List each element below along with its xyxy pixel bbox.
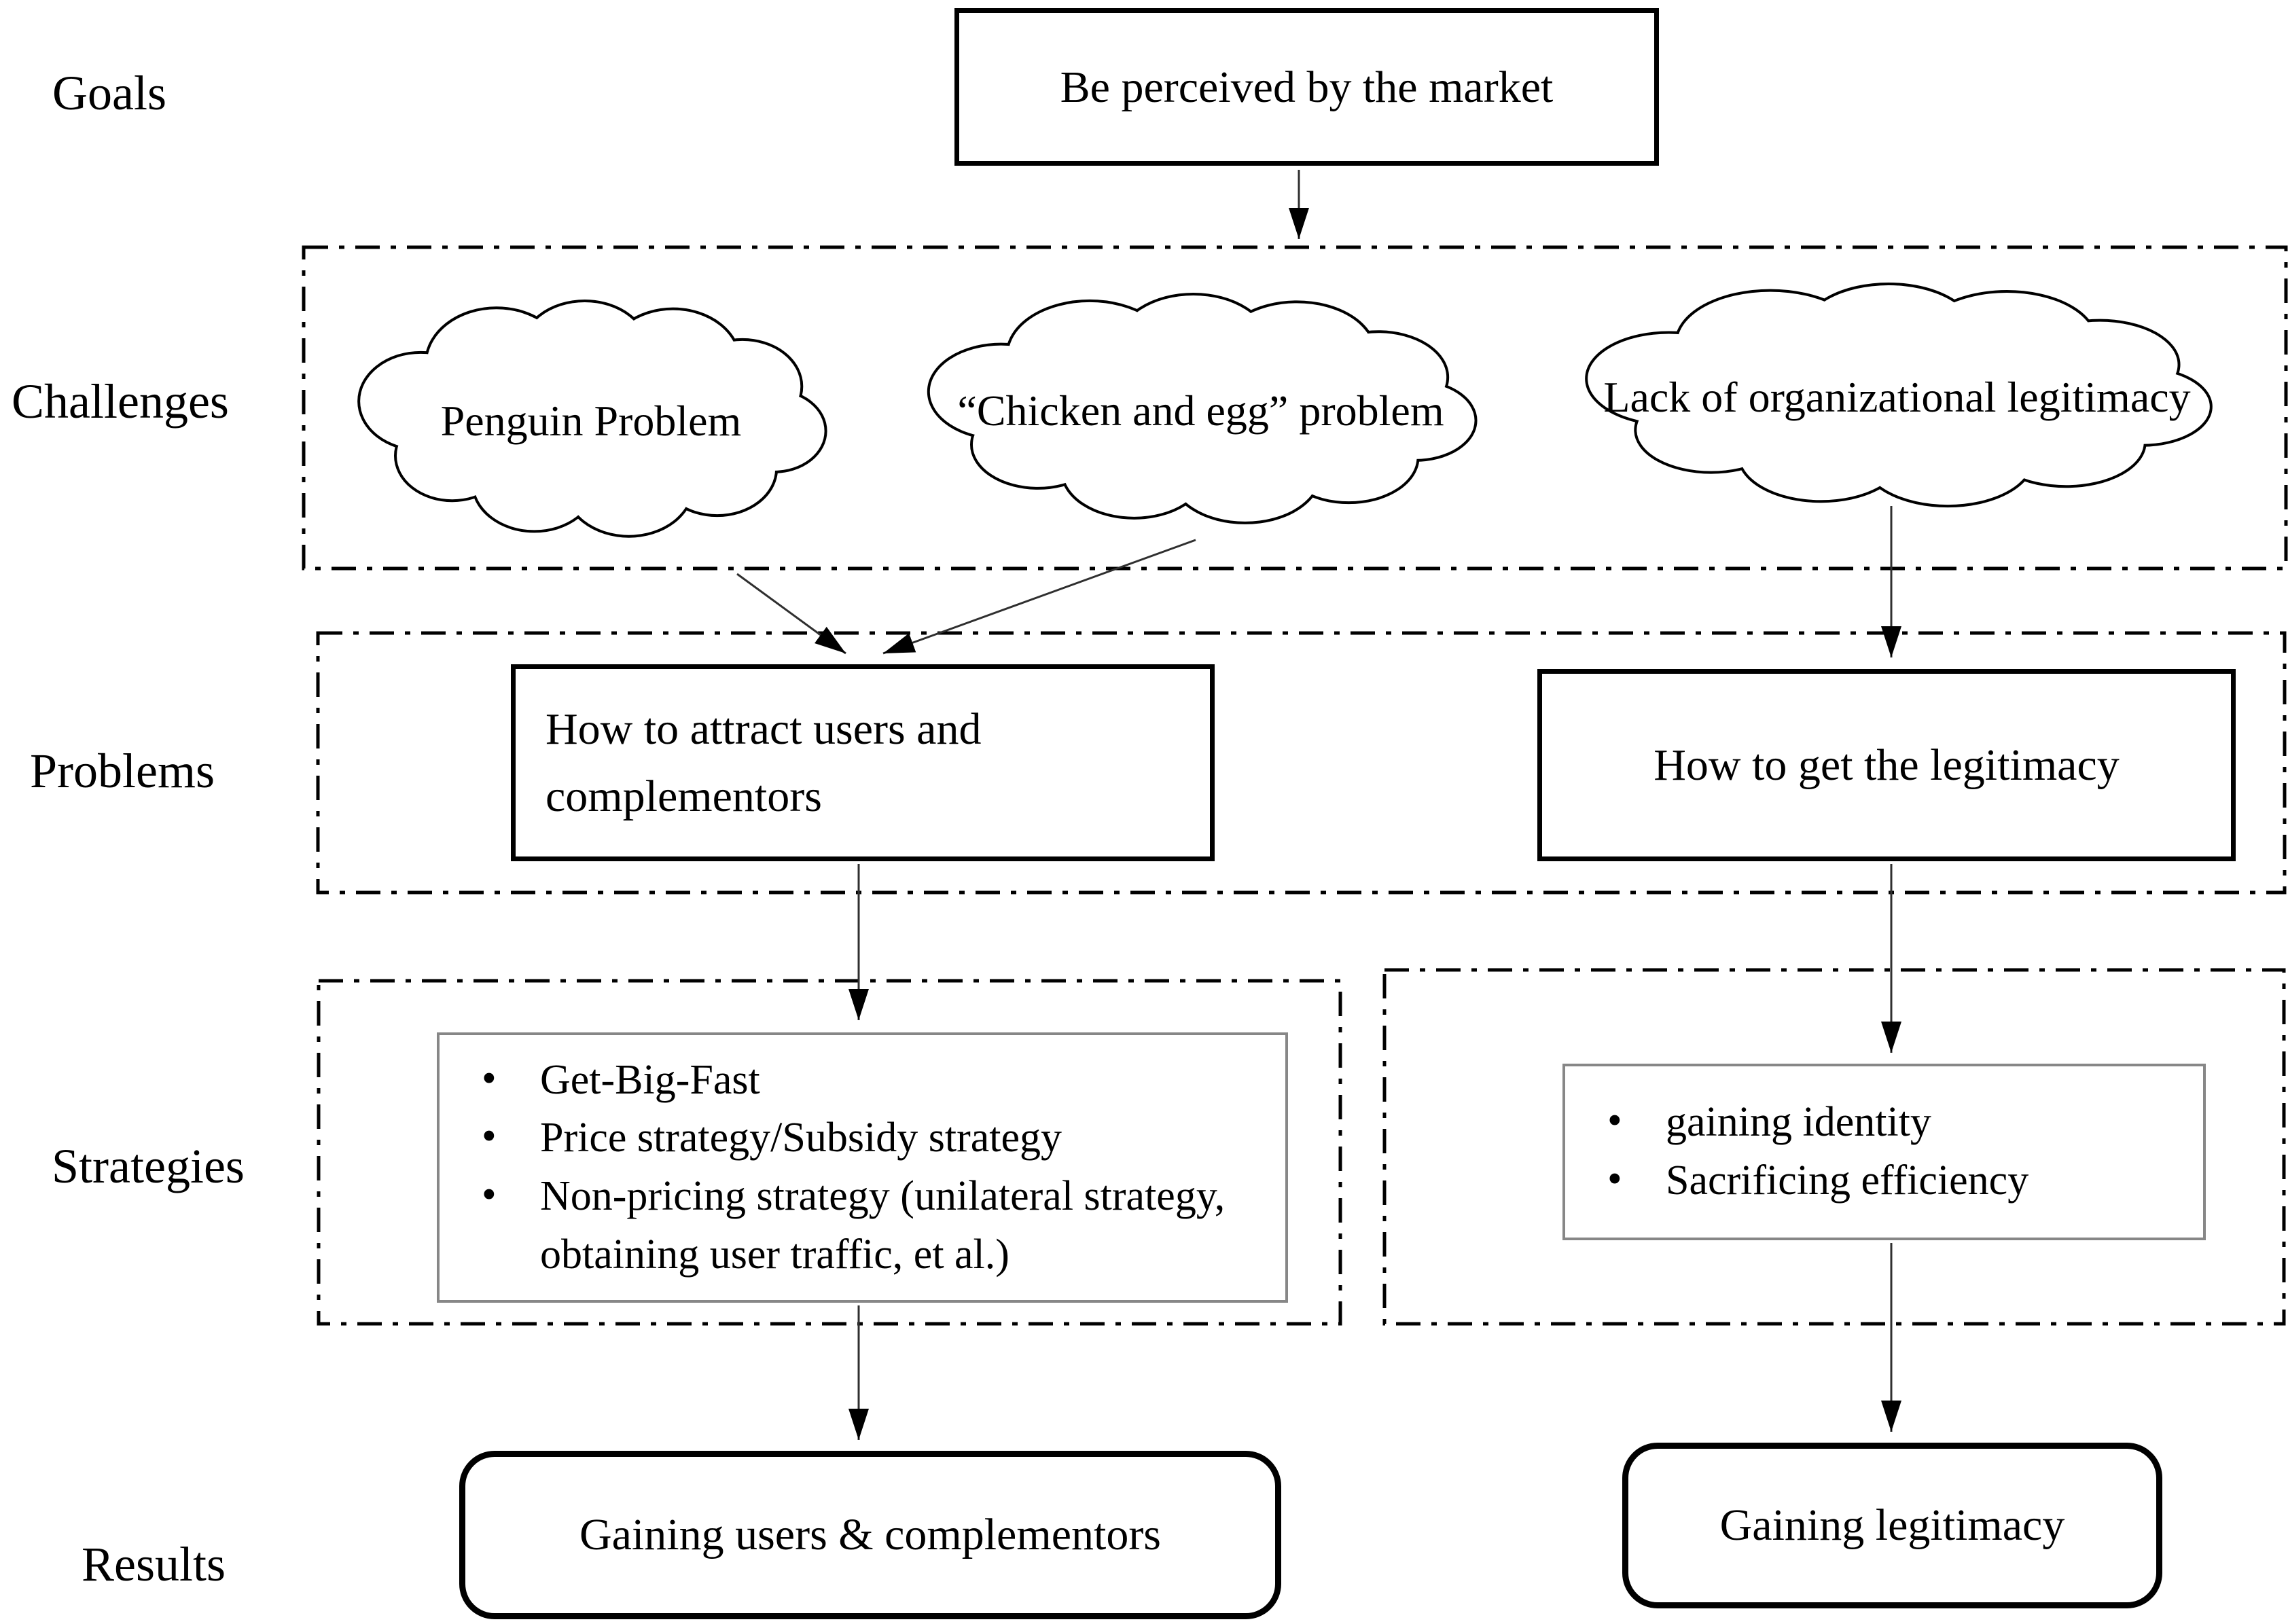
results-box-users-text: Gaining users & complementors (579, 1510, 1161, 1559)
problem-box-get-legitimacy: How to get the legitimacy (1537, 669, 2236, 861)
results-box-legitimacy-text: Gaining legitimacy (1719, 1500, 2065, 1550)
strategies-right-list: gaining identity Sacrificing efficiency (1565, 1092, 2203, 1210)
strategy-item: Get-Big-Fast (478, 1050, 1265, 1110)
results-box-legitimacy: Gaining legitimacy (1622, 1443, 2162, 1608)
cloud-chicken-egg-text: “Chicken and egg” problem (957, 386, 1444, 435)
strategy-item: Price strategy/Subsidy strategy (478, 1108, 1265, 1168)
cloud-penguin-problem: Penguin Problem (326, 302, 856, 540)
cloud-lack-of-legitimacy: Lack of organizational legitimacy (1542, 285, 2252, 509)
cloud-icon (326, 302, 856, 540)
strategies-box-right: gaining identity Sacrificing efficiency (1562, 1064, 2206, 1240)
arrow-chicken-to-problem (882, 539, 1196, 655)
row-label-strategies: Strategies (52, 1139, 245, 1193)
goal-box: Be perceived by the market (954, 8, 1659, 166)
arrow-penguin-to-problem (736, 573, 846, 655)
row-label-challenges: Challenges (12, 374, 229, 429)
cloud-chicken-egg-problem: “Chicken and egg” problem (890, 295, 1512, 526)
cloud-legitimacy-text: Lack of organizational legitimacy (1603, 373, 2191, 421)
cloud-icon (890, 295, 1512, 526)
strategies-left-list: Get-Big-Fast Price strategy/Subsidy stra… (440, 1050, 1285, 1284)
cloud-penguin-text: Penguin Problem (440, 397, 742, 445)
problem-box-attract-users-text: How to attract users and complementors (546, 704, 982, 821)
row-label-goals: Goals (52, 66, 166, 120)
row-label-results: Results (82, 1537, 226, 1591)
row-label-problems: Problems (30, 744, 215, 798)
problem-box-get-legitimacy-text: How to get the legitimacy (1654, 740, 2120, 790)
problem-box-attract-users: How to attract users and complementors (511, 664, 1215, 861)
cloud-icon (1542, 285, 2252, 509)
strategy-item: Non-pricing strategy (unilateral strateg… (478, 1166, 1265, 1284)
strategy-item: Sacrificing efficiency (1603, 1151, 2183, 1210)
results-box-users-complementors: Gaining users & complementors (459, 1451, 1281, 1619)
strategy-item: gaining identity (1603, 1092, 2183, 1152)
goal-box-text: Be perceived by the market (1060, 62, 1554, 112)
strategies-box-left: Get-Big-Fast Price strategy/Subsidy stra… (437, 1032, 1288, 1303)
